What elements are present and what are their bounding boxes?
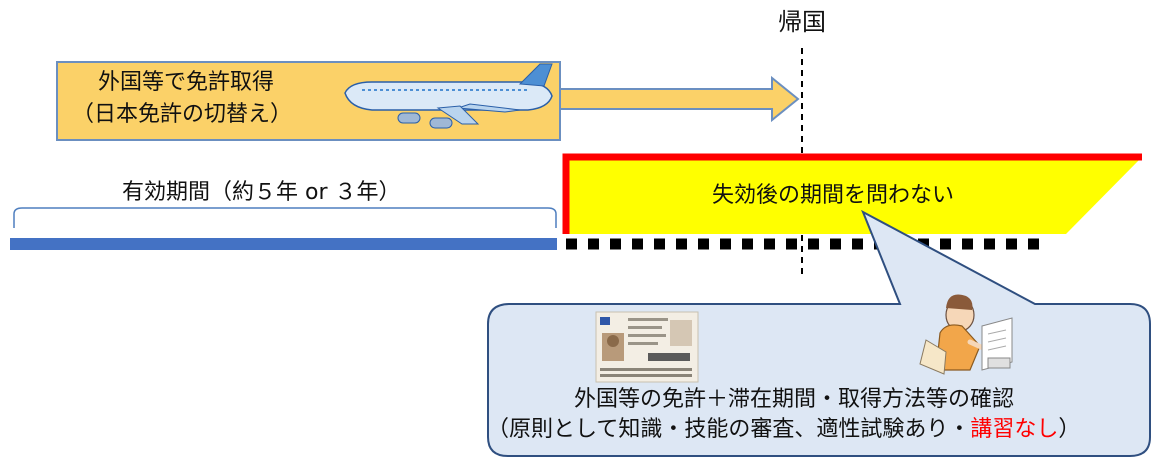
callout-highlight: 講習なし: [970, 417, 1059, 442]
validity-bracket: [13, 207, 557, 228]
return-label: 帰国: [778, 8, 826, 36]
expired-label: 失効後の期間を問わない: [712, 183, 955, 208]
airplane-icon: [344, 63, 553, 129]
abroad-box-line2: （日本免許の切替え）: [72, 102, 293, 127]
callout-line1: 外国等の免許＋滞在期間・取得方法等の確認: [574, 387, 1015, 412]
validity-label: 有効期間（約５年 or ３年）: [122, 180, 401, 205]
callout-line2-prefix: （原則として知識・技能の審査、適性試験あり・: [487, 417, 971, 442]
abroad-arrow: [559, 75, 800, 123]
expired-period-shape: [566, 157, 1142, 234]
callout-line2: （原則として知識・技能の審査、適性試験あり・講習なし）: [487, 417, 1080, 443]
license-card-icon: [595, 311, 699, 383]
callout-bubble: [487, 209, 1151, 457]
callout-line2-suffix: ）: [1058, 417, 1081, 442]
person-writing-icon: [919, 294, 1013, 375]
expired-period-border: [562, 153, 1142, 234]
validity-bar: [10, 238, 557, 250]
abroad-box-line1: 外国等で免許取得: [98, 70, 275, 95]
